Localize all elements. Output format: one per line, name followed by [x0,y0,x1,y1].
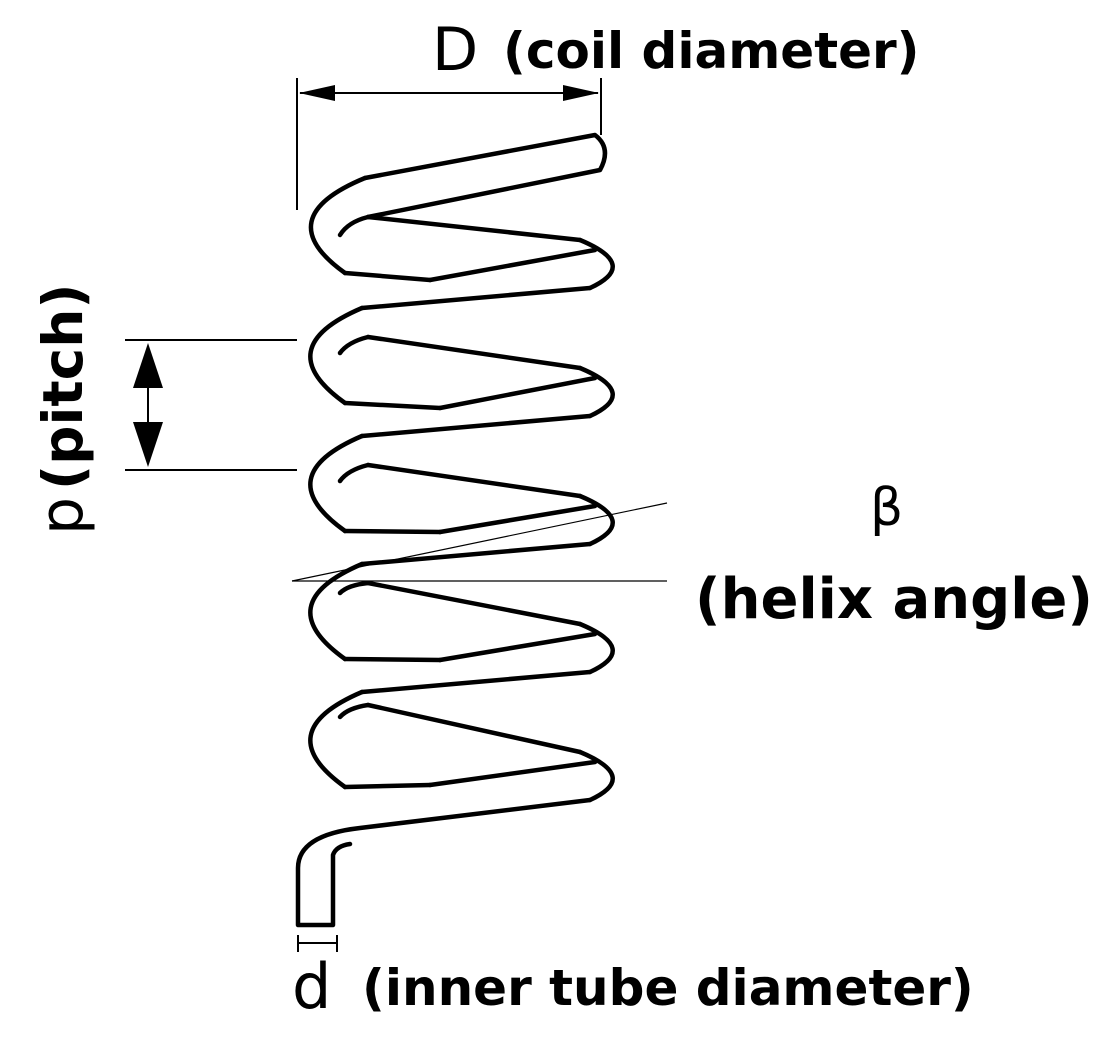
tube-diameter-dimension [297,935,338,952]
helix-angle-label: (helix angle) [695,567,1093,632]
tube-diameter-label: (inner tube diameter) [362,959,974,1017]
coil-right-bend-3 [577,493,615,547]
coil-right-bend-4 [577,621,615,675]
coil-front-4b [437,631,598,663]
coil-front-2a [359,413,593,439]
coil-strand-a4 [365,580,583,627]
coil-strand-b4 [342,656,443,663]
pitch-dimension [125,339,297,471]
coil-front-1b [427,247,598,283]
coil-strand-b1 [342,270,433,283]
coil-strand-a5 [365,702,583,755]
coil-strand-a2 [365,334,583,371]
coil-diameter-arrow-right [563,85,599,101]
coil-diameter-arrow-left [299,85,335,101]
coil-diameter-symbol: D [432,15,478,85]
coil-front-3b [437,503,598,535]
coil-front-1a [359,285,593,311]
coil-left-bend-1 [308,175,368,276]
coil-strand-b3 [342,528,443,535]
coil-bottom-exit [295,797,593,928]
pitch-label-group: p (pitch) [27,283,97,535]
coil-front-4a [359,669,593,695]
pitch-arrow-top [133,343,163,388]
coil-strand-a3 [365,462,583,499]
coil-right-bend-1 [577,237,615,291]
pitch-label: (pitch) [31,283,95,490]
pitch-symbol: p [27,497,97,535]
coil-inner-hook-1 [337,214,371,238]
coil-front-3a [359,541,593,567]
helix-angle-inclined [291,502,668,582]
coil-strand-a1 [365,214,583,243]
coil-right-bend-5 [577,749,615,803]
coil-left-bend-3 [308,433,365,534]
coil-diameter-dimension [296,78,602,210]
coil-strand-b5 [342,782,433,790]
coil-left-bend-4 [308,561,365,662]
helix-angle-lines [291,502,668,582]
coil-inner-hook-5 [337,702,371,720]
coil-front-2b [437,375,598,411]
coil-inner-hook-3 [337,462,371,484]
coil-left-bend-2 [308,305,365,406]
coil-left-bend-5 [308,689,365,790]
coil-inner-hook-4 [337,580,371,596]
coil-front-5b [427,759,598,788]
coil-top-end [362,132,608,220]
coil-strand-b2 [342,400,443,411]
pitch-arrow-bottom [133,422,163,467]
coil-right-bend-2 [577,365,615,419]
coil-inner-hook-2 [337,334,371,356]
helical-coil [295,132,615,928]
helix-angle-symbol: β [870,478,903,538]
coil-diameter-label: (coil diameter) [503,22,920,80]
tube-diameter-symbol: d [292,950,331,1023]
